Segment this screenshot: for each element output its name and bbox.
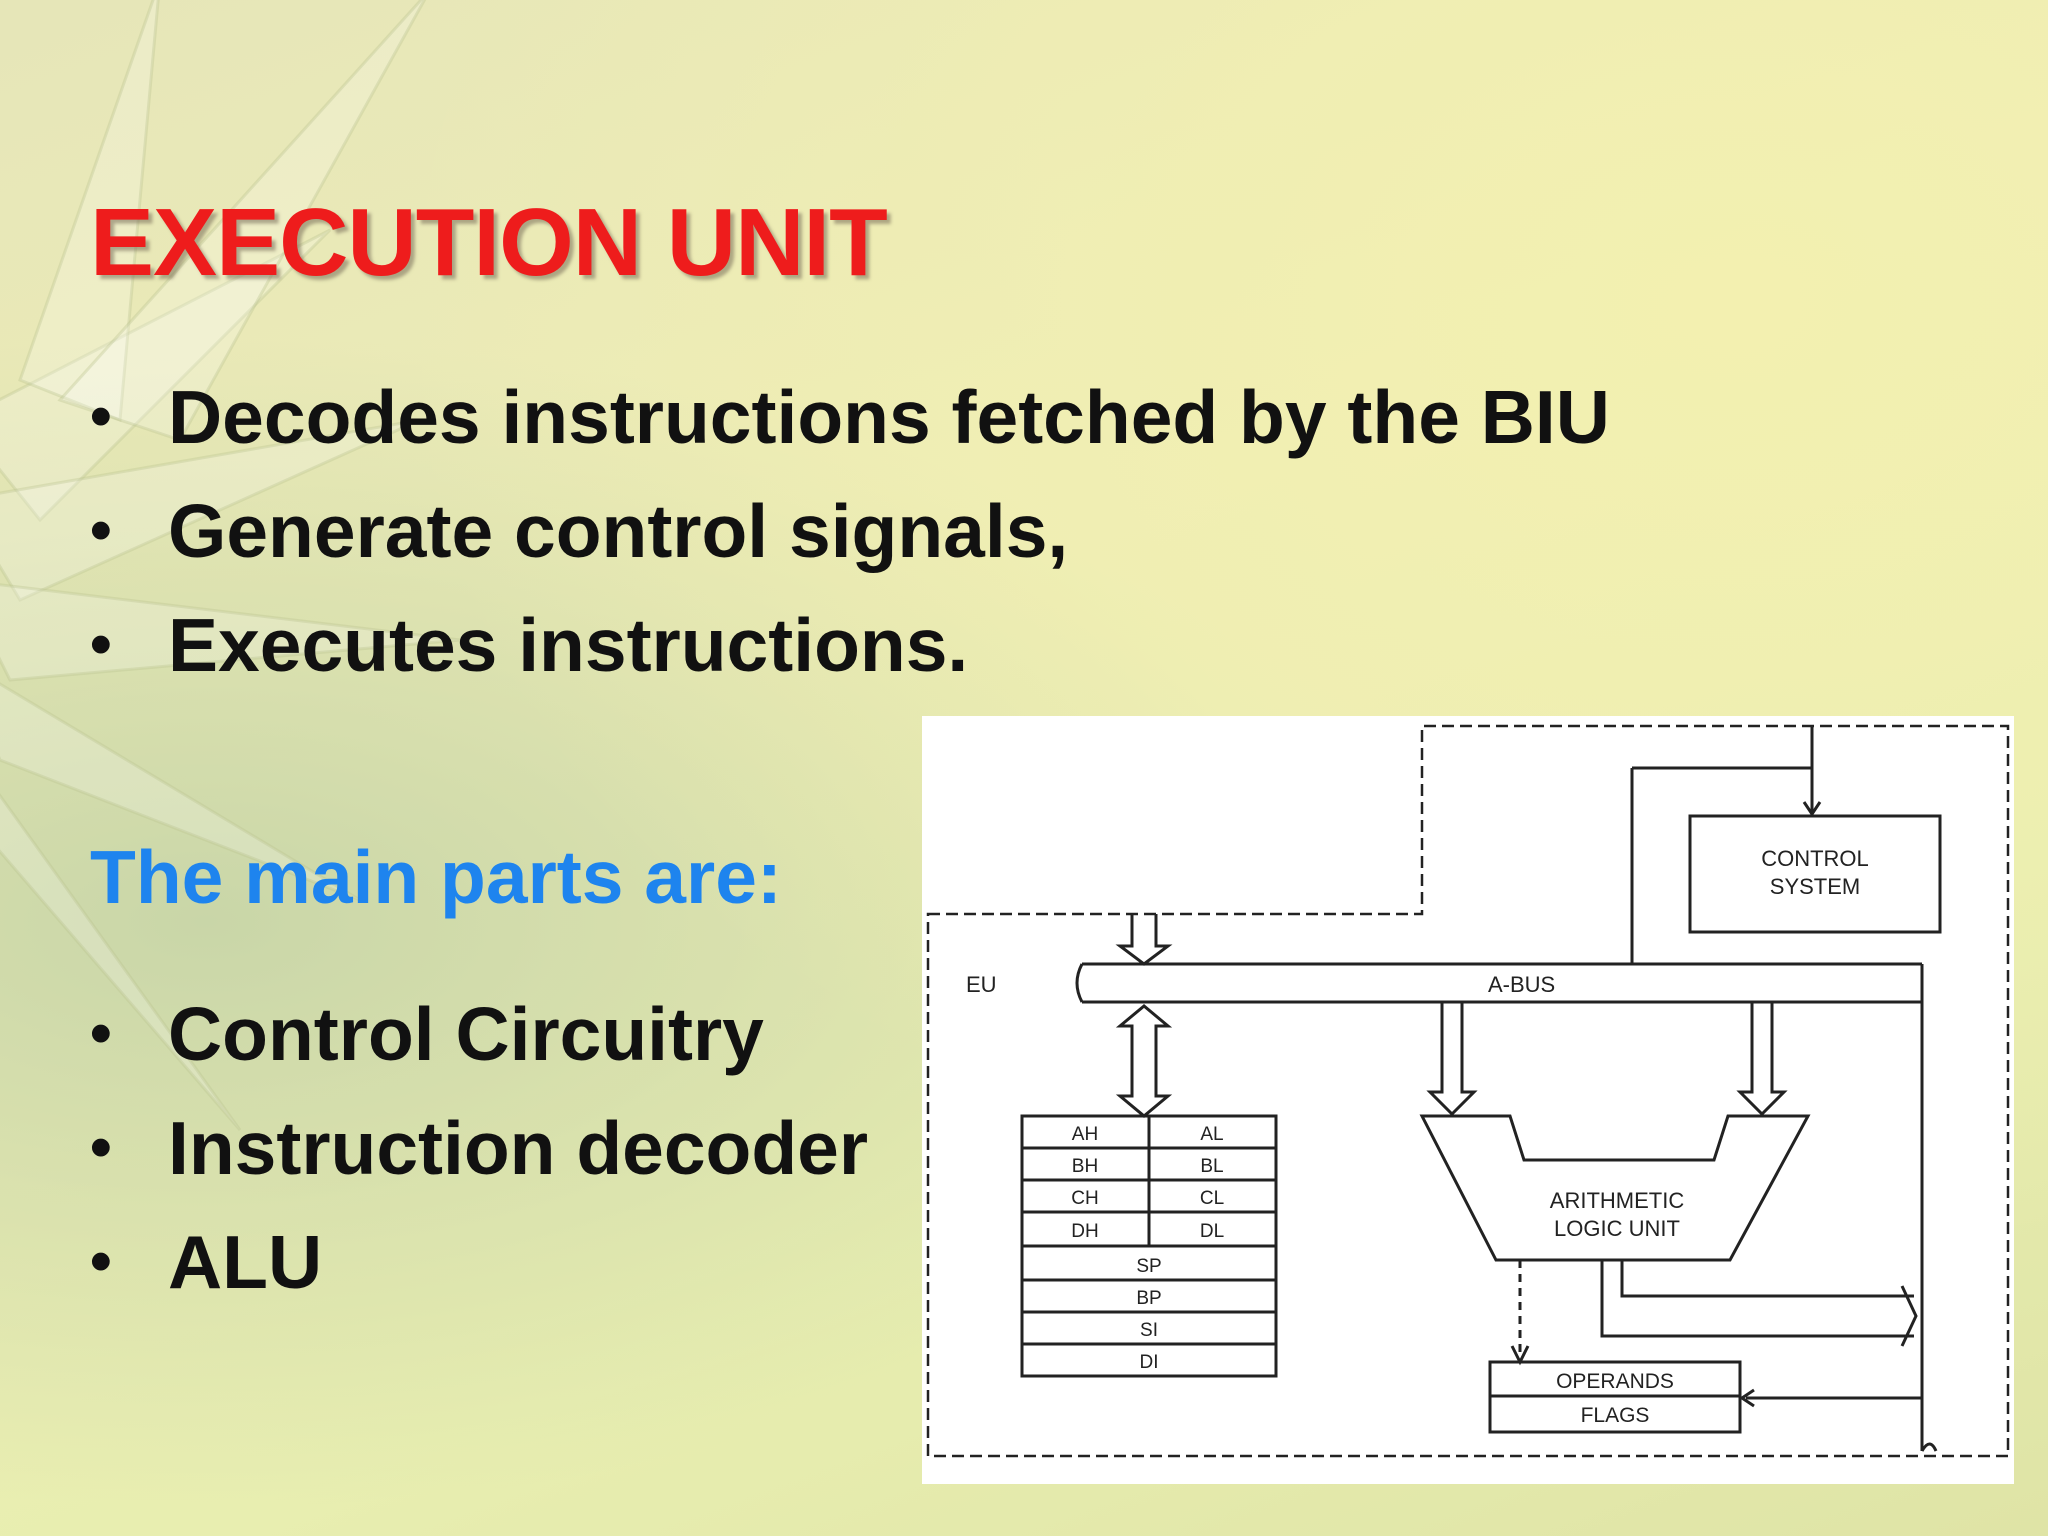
bullet-item: Decodes instructions fetched by the BIU [90, 360, 1610, 474]
register-label: SI [1140, 1320, 1158, 1341]
register-label: CL [1200, 1188, 1224, 1209]
eu-boundary [926, 724, 2010, 1458]
register-label: DI [1140, 1352, 1159, 1373]
register-label: BP [1136, 1288, 1161, 1309]
bullet-item: Executes instructions. [90, 588, 1610, 702]
bullet-item: Control Circuitry [90, 977, 868, 1091]
register-label: DH [1071, 1221, 1098, 1242]
alu-label: LOGIC UNIT [1554, 1216, 1680, 1241]
a-bus [1082, 962, 1922, 1004]
slide-title: EXECUTION UNIT [90, 189, 888, 296]
bullet-list-parts: Control Circuitry Instruction decoder AL… [90, 977, 868, 1319]
register-label: BL [1200, 1156, 1223, 1177]
register-label: CH [1071, 1188, 1098, 1209]
abus-label: A-BUS [1488, 972, 1555, 997]
control-system-box [1688, 814, 1942, 934]
operands-label: OPERANDS [1556, 1370, 1674, 1393]
bullet-item: Instruction decoder [90, 1091, 868, 1205]
parts-subheading: The main parts are: [90, 835, 782, 919]
register-label: DL [1200, 1221, 1224, 1242]
control-system-label: CONTROL [1761, 846, 1869, 871]
flags-label: FLAGS [1581, 1404, 1650, 1427]
alu-shape [1419, 1114, 1811, 1262]
bullet-item: ALU [90, 1205, 868, 1319]
control-system-label: SYSTEM [1770, 874, 1860, 899]
execution-unit-diagram: EU A-BUS CONTROL SYSTEM ARITHMETIC LOGIC… [922, 716, 2014, 1484]
eu-label: EU [966, 972, 997, 997]
bullet-list-functions: Decodes instructions fetched by the BIU … [90, 360, 1610, 702]
register-label: AL [1200, 1124, 1223, 1145]
alu-label: ARITHMETIC [1550, 1188, 1685, 1213]
register-label: BH [1072, 1156, 1098, 1177]
register-label: SP [1136, 1256, 1161, 1277]
bullet-item: Generate control signals, [90, 474, 1610, 588]
register-label: AH [1072, 1124, 1098, 1145]
